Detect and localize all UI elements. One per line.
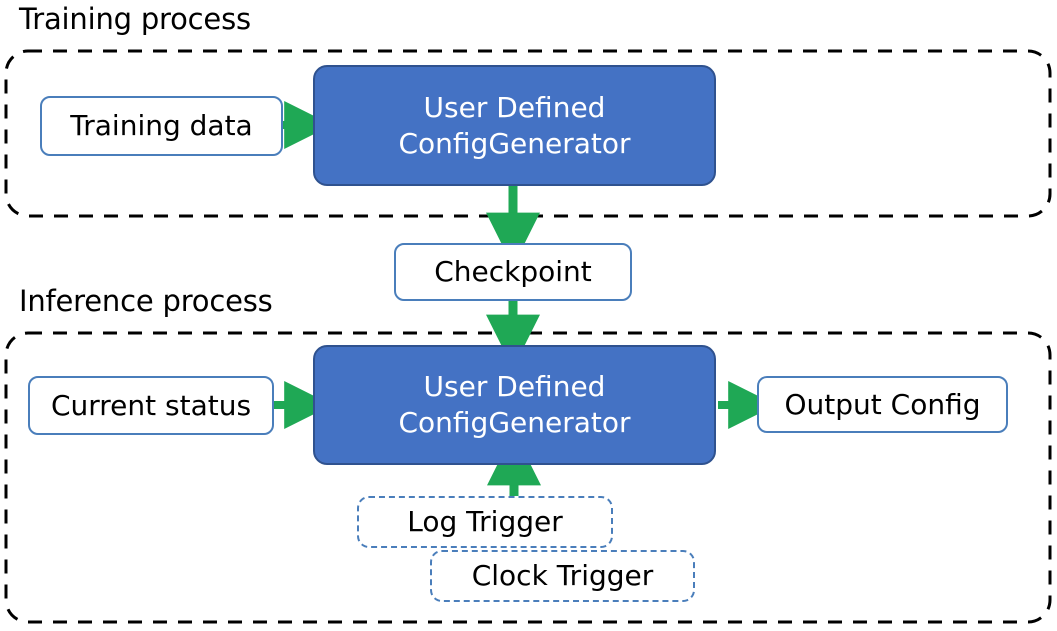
generator-inference-line-1: User Defined [423,370,606,403]
inference-process-title: Inference process [19,284,273,318]
generator-training-line-1: User Defined [423,90,606,124]
node-log-trigger[interactable]: Log Trigger [357,496,613,548]
node-config-generator-inference[interactable]: User Defined ConfigGenerator [313,345,716,465]
node-checkpoint[interactable]: Checkpoint [394,243,632,301]
node-clock-trigger[interactable]: Clock Trigger [430,550,695,602]
node-output-config[interactable]: Output Config [757,376,1008,433]
node-config-generator-inference-label: User Defined ConfigGenerator [390,369,638,441]
node-current-status-label: Current status [50,388,252,422]
node-training-data[interactable]: Training data [40,96,283,156]
node-config-generator-training-label: User Defined ConfigGenerator [390,90,638,162]
node-log-trigger-label: Log Trigger [407,505,563,538]
node-current-status[interactable]: Current status [28,376,274,435]
generator-inference-line-2: ConfigGenerator [398,406,631,439]
node-checkpoint-label: Checkpoint [434,255,592,288]
generator-training-line-2: ConfigGenerator [398,126,631,160]
training-process-title: Training process [19,2,251,36]
node-training-data-label: Training data [70,109,253,142]
node-clock-trigger-label: Clock Trigger [471,559,654,592]
training-process-container [4,49,1052,218]
node-output-config-label: Output Config [784,387,981,421]
node-config-generator-training[interactable]: User Defined ConfigGenerator [313,65,716,186]
